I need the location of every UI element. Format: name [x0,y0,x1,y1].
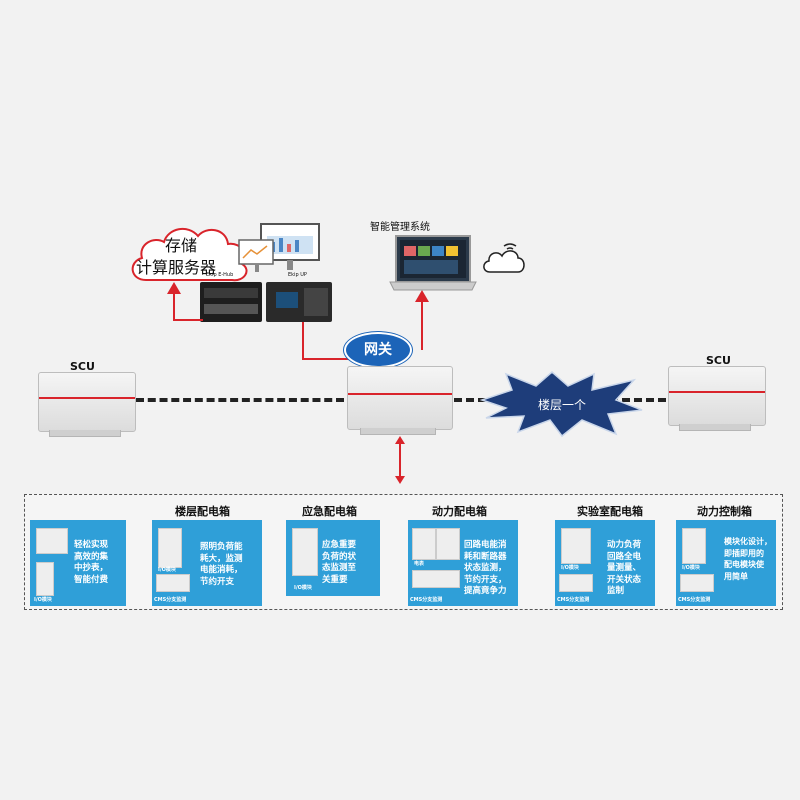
scu-right-title: SCU [706,354,731,367]
panel-text: 动力负荷 回路全电 量测量、 开关状态 监制 [607,540,642,596]
cloud-server-label-2: 计算服务器 [136,258,217,277]
gateway-device [347,366,453,435]
panel-text: 照明负荷能 耗大，监测 电能消耗， 节约开支 [200,542,243,587]
smart-system-title: 智能管理系统 [370,222,430,233]
connector-gw-system [421,295,423,350]
arrow-up-icon [167,282,181,294]
ehub-label: Ekip E-Hub [206,272,234,278]
arrow-down-icon [395,476,405,484]
gateway-badge: 网关 [344,332,412,368]
panel-text: 模块化设计， 即插即用的 配电模块使 用简单 [724,537,772,581]
panel-caption: I/O模块 [682,565,700,571]
panel-caption: CMS分支监测 [154,597,187,603]
panel-text: 回路电能消 耗和断路器 状态监测， 节约开支， 提高竟争力 [464,540,507,596]
panel-caption: I/O模块 [34,597,52,603]
panel-lab: I/O模块 CMS分支监测 动力负荷 回路全电 量测量、 开关状态 监制 [555,520,655,606]
eup-label: Ekip UP [288,272,307,278]
gateway-label: 网关 [364,342,392,358]
panel-caption: CMS分支监测 [557,597,590,603]
panel-caption: I/O模块 [561,565,579,571]
panel-title-power: 动力配电箱 [432,505,487,518]
arrow-up-icon [395,436,405,444]
panel-caption: CMS分支监测 [678,597,711,603]
floor-burst-icon [479,371,643,438]
panel-caption: I/O模块 [294,585,312,591]
panel-text: 应急重要 负荷的状 态监测至 关重要 [322,540,357,585]
panel-power: 电表 CMS分支监测 回路电能消 耗和断路器 状态监测， 节约开支， 提高竟争力 [408,520,518,606]
bus-line-left [136,398,344,402]
panel-caption: CMS分支监测 [410,597,443,603]
panel-title-lab: 实验室配电箱 [577,505,643,518]
distribution-box-container [24,494,783,610]
monitor-icon [238,223,320,272]
connector-ekip-gw-h [302,358,352,360]
ekip-up-device: Ekip UP [266,272,332,322]
scu-left-title: SCU [70,360,95,373]
panel-control: I/O模块 CMS分支监测 模块化设计， 即插即用的 配电模块使 用简单 [676,520,776,606]
ekip-ehub-device: Ekip E-Hub [200,272,262,322]
panel-text: 轻松实现 高效的集 中抄表， 智能付费 [74,540,109,585]
connector-cloud-h [173,319,203,321]
connector-ekip-gw [302,322,304,360]
floor-burst-label: 楼层一个 [538,398,587,412]
panel-title-emergency: 应急配电箱 [302,505,357,518]
arrow-up-icon [415,290,429,302]
panel-caption: I/O模块 [158,567,176,573]
panel-caption: 电表 [414,561,425,567]
wifi-cloud-icon [483,243,525,273]
connector-gw-panels [399,442,401,478]
connector-cloud [173,290,175,320]
panel-emergency: I/O模块 应急重要 负荷的状 态监测至 关重要 [286,520,380,596]
panel-floor: I/O模块 CMS分支监测 照明负荷能 耗大，监测 电能消耗， 节约开支 [152,520,262,606]
scu-right-device [668,366,766,431]
panel-title-floor: 楼层配电箱 [175,505,230,518]
cloud-server-label-1: 存储 [165,236,198,255]
scu-left-device [38,372,136,437]
laptop-icon [389,235,477,291]
panel-metering: 轻松实现 高效的集 中抄表， 智能付费 I/O模块 [30,520,126,606]
panel-title-control: 动力控制箱 [697,505,752,518]
